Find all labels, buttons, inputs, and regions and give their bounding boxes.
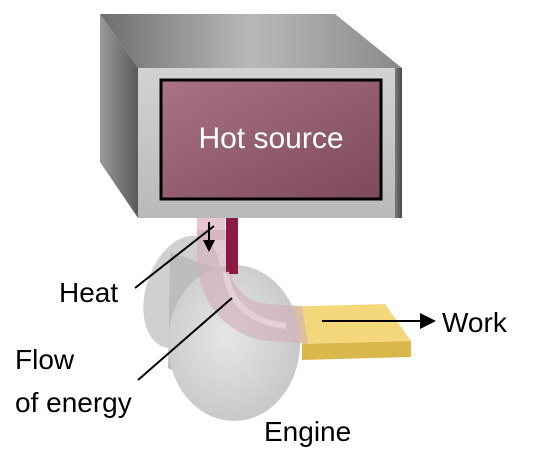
engine-label: Engine xyxy=(264,416,351,447)
heat-arrow xyxy=(203,222,215,252)
flow-leader-line xyxy=(137,297,233,381)
flow-label-line2: of energy xyxy=(15,387,132,418)
hot-source-top-face xyxy=(100,14,402,68)
work-output-plate xyxy=(276,304,411,360)
heat-arrow-head xyxy=(203,240,215,252)
work-arrow-head xyxy=(420,313,436,329)
work-label: Work xyxy=(442,307,508,338)
hot-source-label: Hot source xyxy=(198,122,343,155)
work-arrow xyxy=(322,313,436,329)
heat-leader-line xyxy=(134,225,215,289)
energy-flow-tube xyxy=(197,218,308,344)
work-plate-edge xyxy=(302,341,411,360)
hot-source-box: Hot source xyxy=(100,14,402,218)
heat-label: Heat xyxy=(59,277,118,308)
flow-label-line1: Flow xyxy=(15,344,75,375)
work-plate-top xyxy=(276,304,411,344)
flow-translucent-band xyxy=(197,230,308,344)
flow-tube-curve xyxy=(223,271,287,329)
hot-source-panel xyxy=(159,78,383,201)
heat-tube-core xyxy=(226,218,238,274)
hot-source-right-edge xyxy=(395,68,402,218)
hot-source-left-face xyxy=(100,14,138,218)
